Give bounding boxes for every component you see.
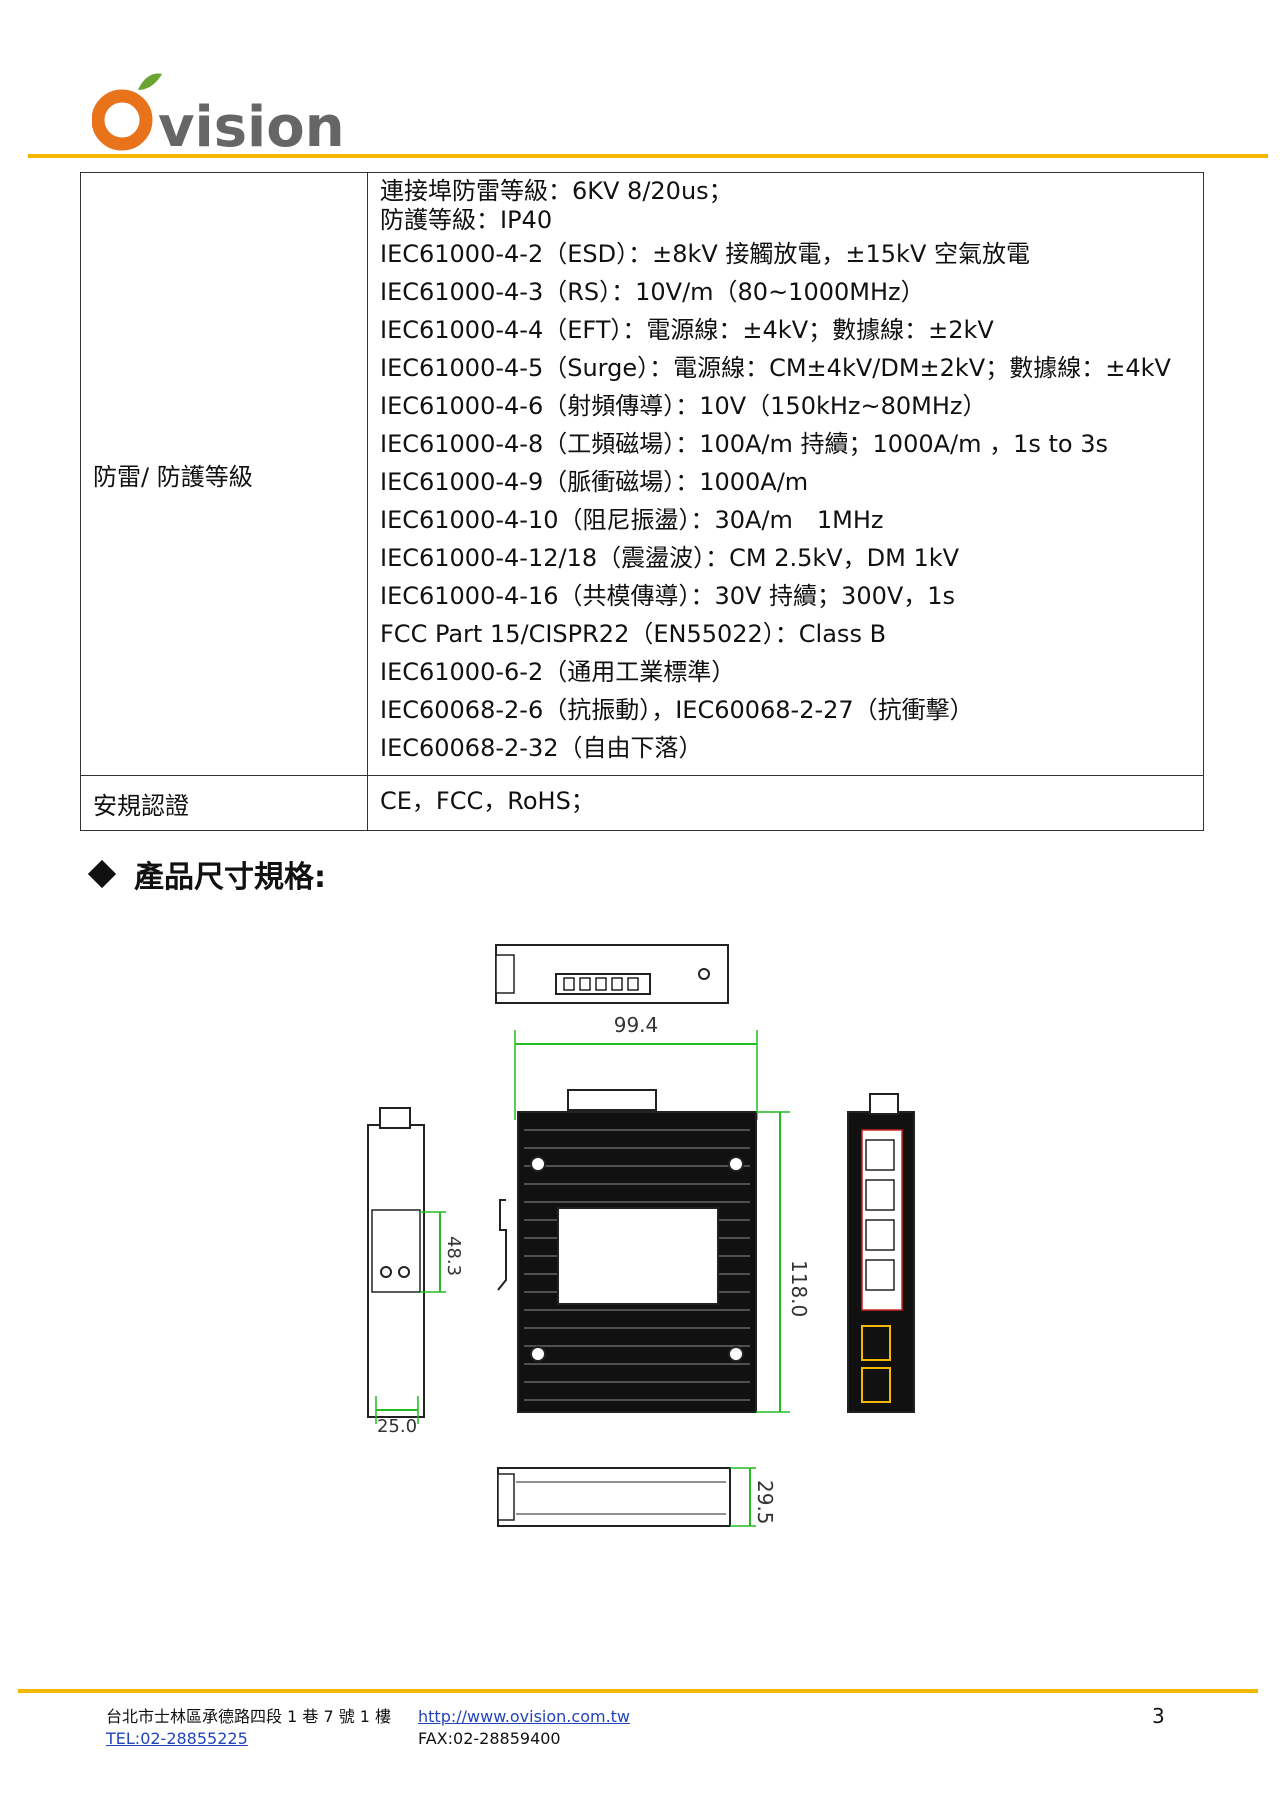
din-clip bbox=[497, 1199, 507, 1291]
mount-screw-icon bbox=[530, 1346, 546, 1362]
din-rail-bracket bbox=[371, 1209, 421, 1293]
din-dimension-label: 48.3 bbox=[443, 1236, 464, 1276]
spec-line: CE，FCC，RoHS； bbox=[380, 787, 595, 815]
logo-leaf-icon bbox=[138, 73, 162, 90]
terminal-pin bbox=[611, 977, 623, 991]
spec-line: IEC61000-4-5（Surge）：電源線：CM±4kV/DM±2kV；數據… bbox=[380, 354, 1171, 382]
sfp-port-icon bbox=[861, 1325, 891, 1361]
front-view bbox=[497, 1089, 757, 1413]
spec-value: 連接埠防雷等級：6KV 8/20us； 防護等級：IP40 IEC61000-4… bbox=[367, 172, 1204, 776]
side-view: 25.0 48.3 bbox=[367, 1107, 464, 1437]
mount-screw-icon bbox=[728, 1156, 744, 1172]
spec-line: IEC61000-4-6（射頻傳導）：10V（150kHz~80MHz） bbox=[380, 392, 987, 420]
sfp-port-icon bbox=[861, 1367, 891, 1403]
top-view bbox=[495, 944, 729, 1004]
section-heading: 產品尺寸規格: bbox=[87, 852, 326, 896]
footer-fax: FAX:02-28859400 bbox=[418, 1729, 561, 1748]
height-dimension-label: 118.0 bbox=[787, 1260, 811, 1317]
spec-line: 連接埠防雷等級：6KV 8/20us； bbox=[380, 177, 733, 205]
spec-line: IEC61000-4-3（RS）：10V/m（80~1000MHz） bbox=[380, 278, 925, 306]
footer-left: 台北市士林區承德路四段 1 巷 7 號 1 樓 TEL:02-28855225 bbox=[106, 1706, 391, 1750]
height-dimension: 118.0 bbox=[756, 1111, 811, 1413]
spec-line: IEC61000-4-8（工頻磁場）：100A/m 持續；1000A/m ，1s… bbox=[380, 430, 1109, 458]
rj45-port-icon bbox=[865, 1219, 895, 1251]
spec-line: IEC61000-4-16（共模傳導）：30V 持續；300V，1s bbox=[380, 582, 956, 610]
terminal-pin bbox=[563, 977, 575, 991]
spec-line: IEC60068-2-6（抗振動），IEC60068-2-27（抗衝擊） bbox=[380, 696, 974, 724]
footer-middle: http://www.ovision.com.tw FAX:02-2885940… bbox=[418, 1706, 630, 1750]
spec-line: FCC Part 15/CISPR22（EN55022）：Class B bbox=[380, 620, 887, 648]
spec-line: 防護等級：IP40 bbox=[380, 206, 553, 234]
rj45-port-icon bbox=[865, 1179, 895, 1211]
bottom-view: 29.5 bbox=[497, 1467, 777, 1527]
width-dimension: 99.4 bbox=[514, 1013, 758, 1120]
spec-line: IEC60068-2-32（自由下落） bbox=[380, 734, 703, 762]
side-width-dimension-label: 25.0 bbox=[377, 1416, 417, 1437]
port-view bbox=[847, 1093, 915, 1413]
spec-line: IEC61000-4-2（ESD）：±8kV 接觸放電，±15kV 空氣放電 bbox=[380, 240, 1031, 268]
bottom-view-body bbox=[497, 1467, 731, 1527]
logo-o-ring bbox=[92, 89, 153, 151]
terminal-pin bbox=[595, 977, 607, 991]
spec-line: IEC61000-4-12/18（震盪波）：CM 2.5kV，DM 1kV bbox=[380, 544, 960, 572]
spec-line: IEC61000-4-4（EFT）：電源線：±4kV；數據線：±2kV bbox=[380, 316, 994, 344]
front-terminal-block bbox=[567, 1089, 657, 1111]
port-view-terminal bbox=[869, 1093, 899, 1115]
depth-dimension-label: 29.5 bbox=[753, 1480, 777, 1525]
spec-row-protection: 防雷/ 防護等級 連接埠防雷等級：6KV 8/20us； 防護等級：IP40 I… bbox=[80, 172, 1204, 776]
spec-line: IEC61000-4-9（脈衝磁場）：1000A/m bbox=[380, 468, 809, 496]
mount-screw-icon bbox=[530, 1156, 546, 1172]
footer-address: 台北市士林區承德路四段 1 巷 7 號 1 樓 bbox=[106, 1707, 392, 1726]
section-title: 產品尺寸規格: bbox=[134, 860, 326, 895]
spec-label: 防雷/ 防護等級 bbox=[80, 172, 368, 776]
rj45-port-icon bbox=[865, 1259, 895, 1291]
ovision-logo: vision bbox=[92, 73, 345, 160]
footer-website-link[interactable]: http://www.ovision.com.tw bbox=[418, 1707, 631, 1726]
logo-wordmark: vision bbox=[158, 95, 345, 160]
diamond-bullet-icon bbox=[87, 859, 117, 889]
page-number: 3 bbox=[1152, 1704, 1165, 1728]
spec-value: CE，FCC，RoHS； bbox=[367, 775, 1204, 831]
header-rule bbox=[28, 154, 1268, 158]
spec-line: IEC61000-4-10（阻尼振盪）：30A/m 1MHz bbox=[380, 506, 884, 534]
bracket-screw-icon bbox=[398, 1266, 410, 1278]
spec-label: 安規認證 bbox=[80, 775, 368, 831]
ground-screw-icon bbox=[698, 968, 710, 980]
label-area bbox=[557, 1207, 719, 1305]
bottom-view-latch bbox=[497, 1473, 515, 1521]
rj45-port-icon bbox=[865, 1139, 895, 1171]
terminal-pin bbox=[627, 977, 639, 991]
width-dimension-label: 99.4 bbox=[614, 1013, 659, 1037]
footer-tel[interactable]: TEL:02-28855225 bbox=[106, 1729, 248, 1748]
dimension-drawing: 99.4 118.0 bbox=[367, 944, 915, 1527]
footer-rule bbox=[18, 1689, 1258, 1693]
spec-line: IEC61000-6-2（通用工業標準） bbox=[380, 658, 736, 686]
spec-table: 防雷/ 防護等級 連接埠防雷等級：6KV 8/20us； 防護等級：IP40 I… bbox=[80, 172, 1204, 831]
terminal-block bbox=[555, 973, 651, 995]
mount-screw-icon bbox=[728, 1346, 744, 1362]
top-view-latch bbox=[495, 954, 515, 994]
spec-row-certification: 安規認證 CE，FCC，RoHS； bbox=[80, 775, 1204, 831]
bracket-screw-icon bbox=[380, 1266, 392, 1278]
terminal-pin bbox=[579, 977, 591, 991]
side-view-terminal bbox=[379, 1107, 411, 1129]
